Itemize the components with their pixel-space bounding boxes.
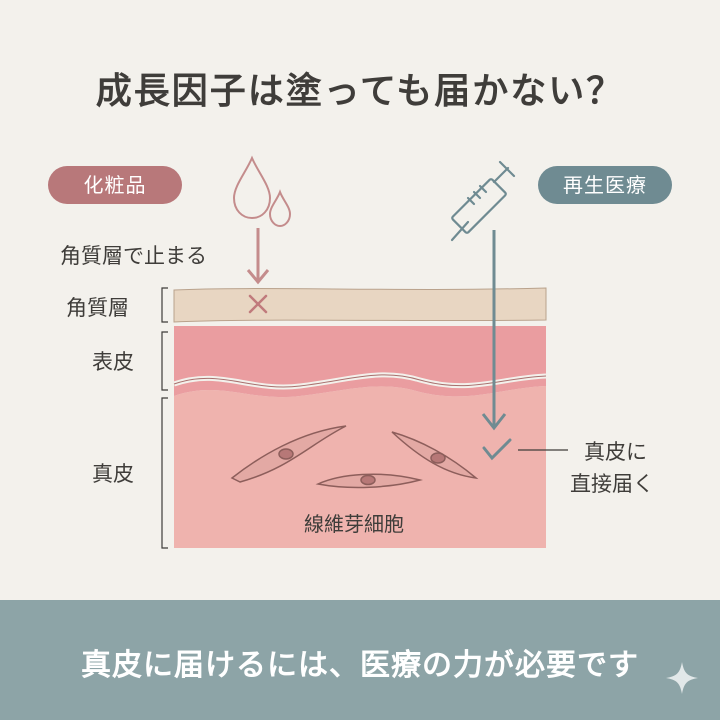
cosmetics-stop-text: 角質層で止まる [60,244,207,268]
footer-banner: 真皮に届けるには、医療の力が必要です [0,600,720,720]
footer-text: 真皮に届けるには、医療の力が必要です [81,648,639,683]
skin-diagram [161,155,568,549]
fibroblast-cell [315,473,421,489]
fibroblast-cell [230,425,347,483]
layer-label-stratum-corneum: 角質層 [66,296,129,320]
fibroblast-cell [391,431,479,480]
callout-text-line1: 真皮に [584,440,647,464]
callout-text-line2: 直接届く [570,472,654,496]
regenerative-medicine-badge: 再生医療 [538,166,672,204]
layer-label-dermis: 真皮 [92,462,134,486]
stratum-corneum-layer [173,287,547,323]
cosmetics-arrow [246,228,270,285]
epidermis-layer [174,326,546,398]
dermis-layer [174,386,546,548]
fibroblast-label: 線維芽細胞 [304,512,404,536]
layer-bracket [161,287,168,549]
syringe-icon [450,160,516,242]
check-icon [482,438,512,461]
sparkle-icon [666,662,698,694]
cosmetics-badge: 化粧品 [48,166,182,204]
blocked-x-icon [248,294,268,314]
layer-label-epidermis: 表皮 [92,350,134,374]
page-title: 成長因子は塗っても届かない？ [95,71,625,112]
regenerative-arrow [481,230,507,431]
water-drop-icon [232,155,292,228]
